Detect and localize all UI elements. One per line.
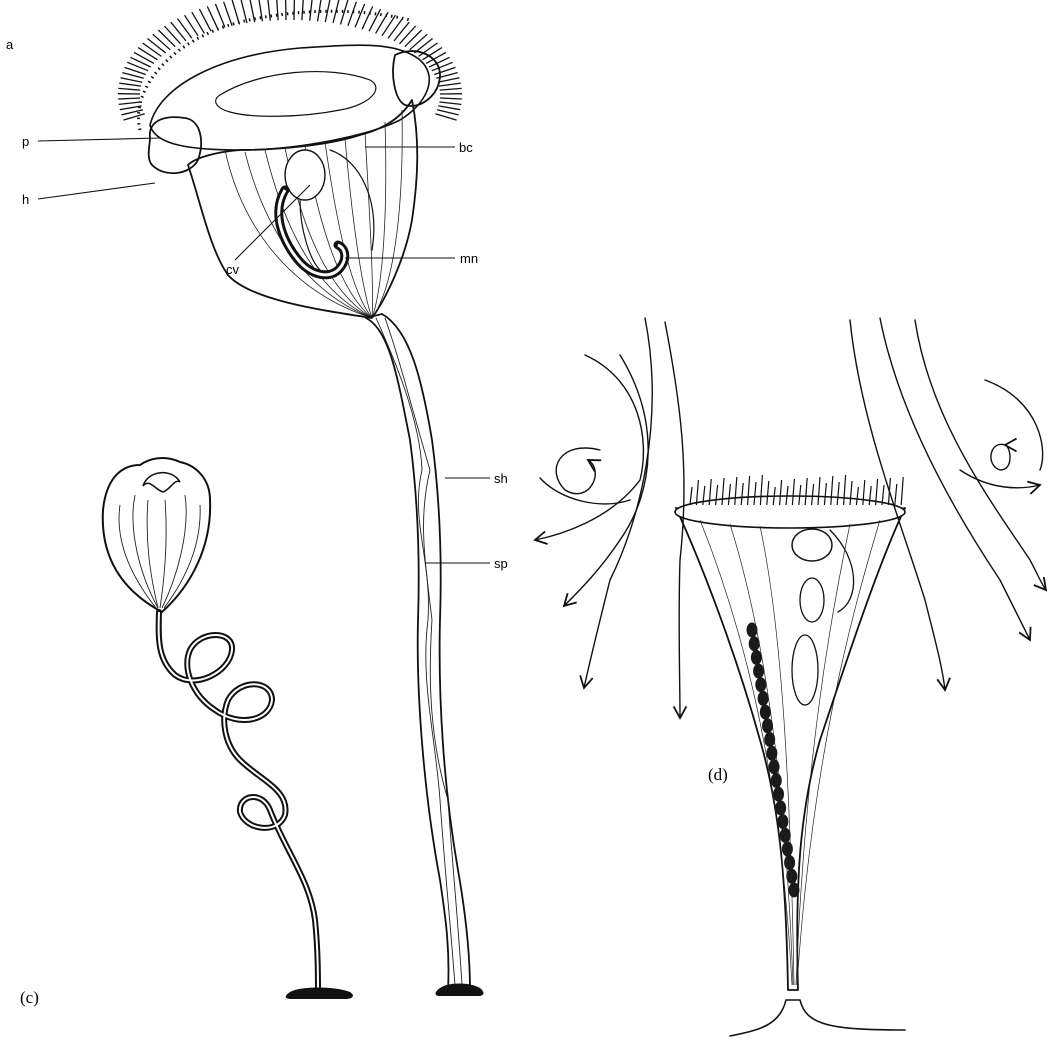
- cilium: [224, 2, 233, 26]
- cilium: [400, 26, 416, 44]
- panel-c-contracted: (c): [20, 458, 353, 1007]
- cilium: [438, 78, 460, 82]
- cilium: [333, 0, 339, 23]
- nucleus-bead: [753, 664, 764, 679]
- peristome-disc: [150, 45, 429, 150]
- cilium: [118, 98, 140, 99]
- cilium: [121, 78, 143, 82]
- stalk-spasmoneme-2: [385, 318, 462, 985]
- peristomial-lip: [149, 117, 201, 173]
- cone-cell: [676, 508, 905, 990]
- label-cv: cv: [226, 262, 240, 277]
- cilium: [171, 22, 186, 41]
- cilium: [276, 0, 278, 20]
- cilium: [362, 6, 373, 29]
- cilium: [437, 110, 459, 115]
- bell-myonemes: [225, 110, 402, 318]
- cilium: [143, 43, 162, 56]
- cilium: [153, 34, 171, 50]
- cilium: [147, 39, 165, 54]
- cilium: [232, 0, 239, 24]
- oral-cilium: [690, 487, 692, 505]
- nucleus-bead: [782, 841, 793, 856]
- bell-body: [188, 100, 417, 318]
- cilium: [394, 22, 409, 41]
- oral-cilium: [895, 484, 897, 505]
- nucleus-bead: [751, 650, 762, 665]
- stalk-base-d: [730, 1000, 905, 1036]
- label-h: h: [22, 192, 29, 207]
- cilium: [440, 88, 462, 90]
- cilium: [119, 83, 141, 86]
- cilium: [341, 0, 348, 24]
- cilium: [302, 0, 304, 20]
- stalk-base-a: [436, 984, 484, 997]
- nucleus-bead: [755, 677, 766, 692]
- nucleus-bead: [771, 773, 782, 788]
- coiled-stalk: [159, 612, 318, 995]
- cilium: [138, 48, 157, 60]
- panel-a-leaders: [38, 138, 490, 563]
- contractile-vacuole: [285, 150, 325, 200]
- flow-lines-left: [535, 318, 684, 718]
- stalk-base-c: [286, 988, 353, 1000]
- cilium: [118, 88, 140, 90]
- cilium: [355, 4, 365, 27]
- cilium: [438, 106, 460, 110]
- contracted-bell-mouth: [143, 473, 180, 492]
- cilium: [286, 0, 287, 20]
- cilium: [294, 0, 295, 20]
- oral-cilium: [696, 480, 698, 505]
- cilium: [164, 26, 180, 44]
- cilium: [348, 2, 357, 26]
- panel-d-flow: (d): [535, 318, 1046, 1036]
- panel-d-caption: (d): [708, 765, 728, 784]
- panel-c-caption: (c): [20, 988, 39, 1007]
- cilium: [439, 102, 461, 104]
- cilium: [435, 114, 456, 120]
- oral-cilium: [901, 477, 903, 505]
- cilium: [439, 83, 461, 86]
- nucleus-bead: [773, 787, 784, 802]
- cilium: [122, 73, 143, 79]
- cilium: [405, 30, 422, 47]
- food-vacuole-2: [792, 635, 818, 705]
- label-sp: sp: [494, 556, 508, 571]
- nucleus-bead: [758, 691, 769, 706]
- nucleus-bead: [775, 800, 786, 815]
- cilium: [207, 6, 218, 29]
- nucleus-bead: [747, 623, 758, 638]
- cilium: [410, 34, 428, 50]
- food-vacuole-1: [800, 578, 824, 622]
- cilium: [130, 57, 150, 67]
- nucleus-bead: [789, 883, 800, 898]
- cilium: [440, 98, 462, 99]
- cilium: [134, 52, 154, 63]
- label-sh: sh: [494, 471, 508, 486]
- cilium: [178, 19, 192, 39]
- cilium: [158, 30, 175, 47]
- cilium: [123, 114, 144, 120]
- cilium: [215, 4, 225, 27]
- peristome-groove: [216, 72, 376, 117]
- label-mn: mn: [460, 251, 478, 266]
- oral-vacuole: [792, 529, 832, 561]
- panel-a-vorticella: a: [6, 0, 508, 996]
- cilium: [267, 0, 270, 21]
- cilium: [250, 0, 255, 22]
- panel-a-letter: a: [6, 37, 14, 52]
- cilium: [310, 0, 313, 21]
- gullet: [830, 530, 854, 612]
- cilium: [388, 19, 402, 39]
- peristome-rim-right: [393, 51, 440, 106]
- nucleus-bead: [760, 705, 771, 720]
- peristome-cilia: [118, 0, 462, 130]
- label-p: p: [22, 134, 29, 149]
- label-bc: bc: [459, 140, 473, 155]
- nucleus-bead: [780, 828, 791, 843]
- cilium: [119, 102, 141, 104]
